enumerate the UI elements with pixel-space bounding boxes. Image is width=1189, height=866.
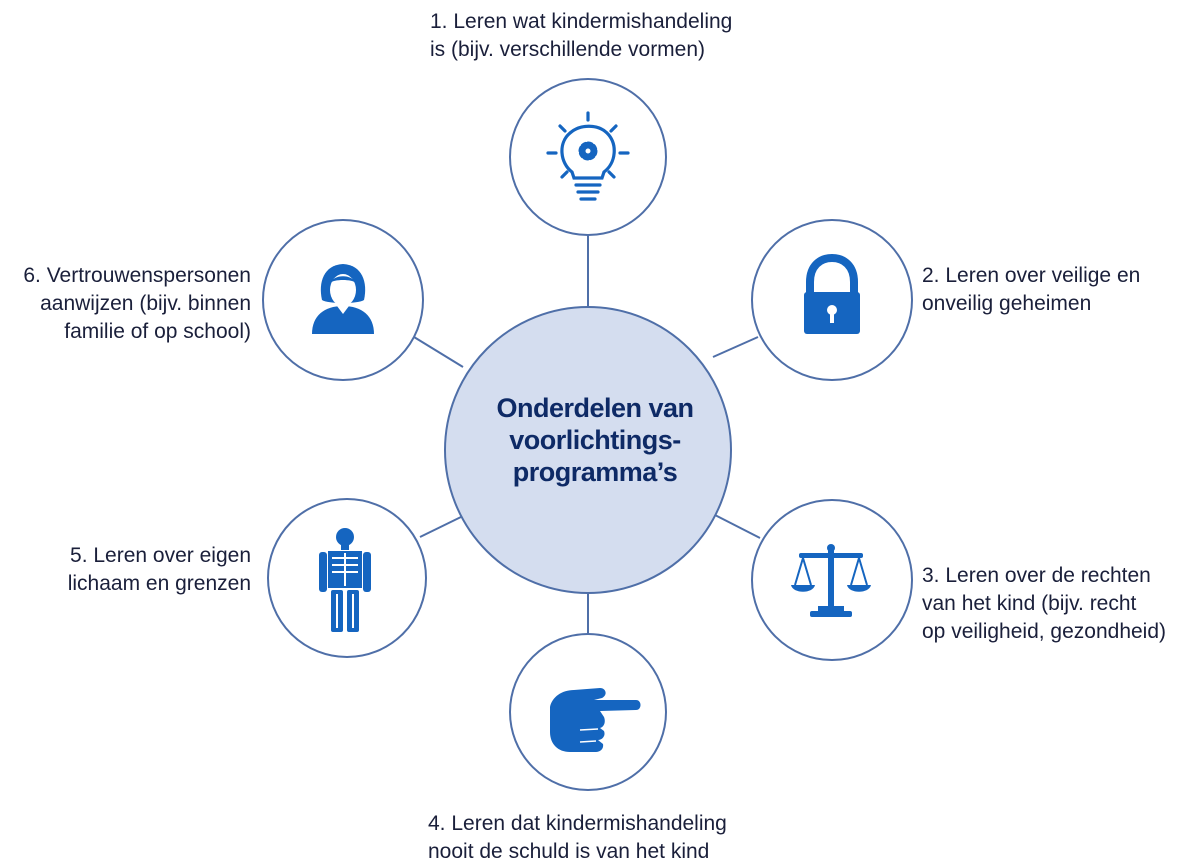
node-label-5: 5. Leren over eigen lichaam en grenzen	[68, 542, 251, 598]
pointing-hand-icon	[550, 688, 641, 752]
node-label-4-line-2: nooit de schuld is van het kind	[428, 840, 710, 863]
node-label-6-line-3: familie of op school)	[64, 320, 251, 343]
node-label-6: 6. Vertrouwenspersonen aanwijzen (bijv. …	[23, 262, 251, 346]
node-label-1: 1. Leren wat kindermishandeling is (bijv…	[430, 8, 732, 64]
node-label-6-line-1: 6. Vertrouwenspersonen	[23, 264, 251, 287]
node-label-1-line-2: is (bijv. verschillende vormen)	[430, 38, 706, 61]
padlock-icon	[804, 253, 860, 334]
node-label-3-line-3: op veiligheid, gezondheid)	[922, 620, 1167, 643]
connector-3	[712, 513, 761, 539]
scales-of-justice-icon	[791, 544, 871, 617]
node-label-2: 2. Leren over veilige en onveilig geheim…	[922, 262, 1140, 318]
node-label-3: 3. Leren over de rechten van het kind (b…	[922, 562, 1166, 646]
node-label-1-line-1: 1. Leren wat kindermishandeling	[430, 10, 733, 33]
node-label-4-line-1: 4. Leren dat kindermishandeling	[428, 812, 727, 835]
node-label-4: 4. Leren dat kindermishandeling nooit de…	[428, 810, 727, 866]
node-label-5-line-2: lichaam en grenzen	[67, 572, 251, 595]
center-title-line-1: Onderdelen van	[496, 393, 694, 423]
node-label-2-line-1: 2. Leren over veilige en	[922, 264, 1141, 287]
woman-person-icon	[312, 264, 374, 334]
connector-6	[413, 336, 464, 368]
center-title-line-3: programma’s	[512, 457, 678, 487]
skeleton-body-icon	[319, 528, 371, 632]
lightbulb-gear-icon	[546, 111, 630, 201]
center-title: Onderdelen van voorlichtings- programma’…	[445, 375, 745, 505]
connector-5	[419, 515, 464, 538]
node-label-2-line-2: onveilig geheimen	[922, 292, 1092, 315]
node-label-5-line-1: 5. Leren over eigen	[70, 544, 251, 567]
node-label-3-line-1: 3. Leren over de rechten	[922, 564, 1151, 587]
node-label-3-line-2: van het kind (bijv. recht	[922, 592, 1137, 615]
node-label-6-line-2: aanwijzen (bijv. binnen	[40, 292, 251, 315]
center-title-line-2: voorlichtings-	[509, 425, 681, 455]
connector-2	[712, 336, 759, 358]
center-circle	[444, 306, 732, 594]
